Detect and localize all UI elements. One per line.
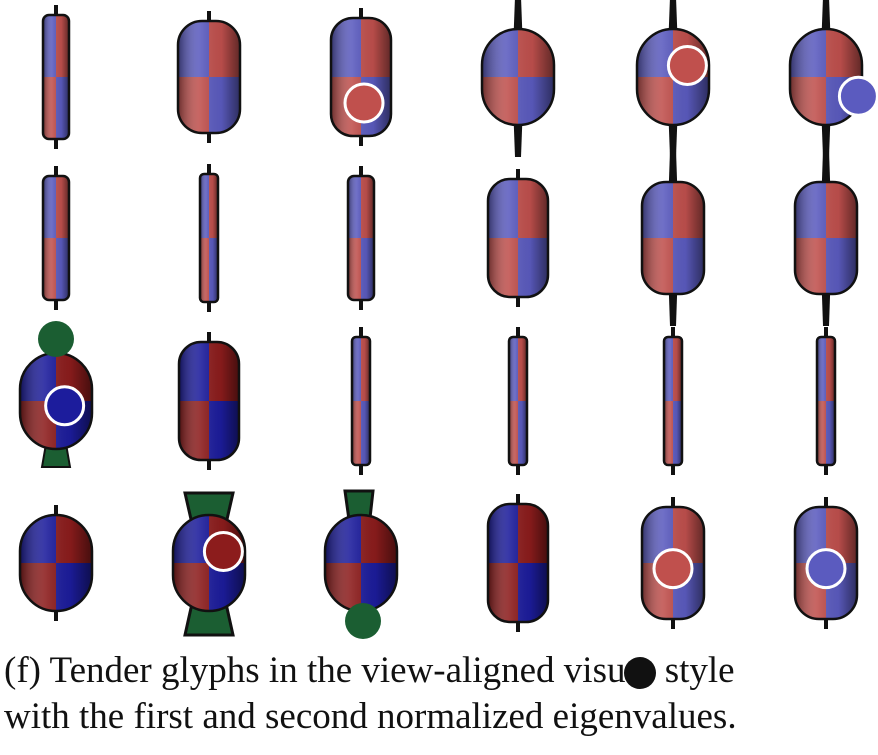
tensor-glyph — [793, 497, 859, 629]
tensor-glyph — [788, 0, 878, 157]
tensor-glyph — [41, 166, 71, 310]
glyph-body — [200, 174, 218, 302]
glyph-outline — [198, 172, 220, 304]
glyph-marker-circle — [652, 548, 694, 590]
glyph-shading — [352, 337, 370, 465]
glyph-body — [173, 515, 245, 611]
glyph-outline — [18, 513, 94, 613]
glyph-shading — [179, 342, 239, 460]
glyph-body — [817, 337, 835, 465]
glyph-outline — [507, 335, 529, 467]
glyph-body — [325, 515, 397, 611]
green-dot-marker — [38, 321, 74, 357]
glyph-body — [43, 15, 69, 139]
glyph-marker-circle — [837, 75, 878, 117]
glyph-grid-figure — [18, 0, 878, 639]
glyph-outline — [480, 27, 556, 127]
glyph-body — [43, 176, 69, 300]
glyph-outline — [346, 174, 376, 302]
glyph-shading — [642, 182, 704, 294]
glyph-outline — [793, 505, 859, 621]
glyph-outline — [177, 340, 241, 462]
caption-line-1-start: (f) Tender glyphs in the view-aligned vi… — [4, 650, 626, 691]
glyph-body — [179, 342, 239, 460]
glyph-outline — [815, 335, 837, 467]
tensor-glyph — [329, 8, 393, 146]
glyph-body — [664, 337, 682, 465]
glyph-body — [178, 21, 240, 133]
glyph-marker-circle — [202, 530, 244, 572]
glyph-body — [348, 176, 374, 300]
tensor-glyph — [41, 5, 71, 149]
tensor-glyph — [793, 150, 859, 326]
glyph-shading — [43, 176, 69, 300]
glyph-shading — [20, 515, 92, 611]
tensor-glyph — [323, 489, 399, 639]
glyph-shading — [664, 337, 682, 465]
tensor-glyph — [176, 11, 242, 143]
glyph-outline — [635, 27, 711, 127]
figure-caption: (f) Tender glyphs in the view-aligned vi… — [4, 648, 874, 740]
tensor-glyph — [486, 494, 550, 632]
glyph-outline — [41, 174, 71, 302]
occluding-dot-icon — [624, 657, 657, 689]
caption-line-1-end: style — [655, 650, 735, 691]
glyph-shading — [178, 21, 240, 133]
glyph-shading — [488, 179, 548, 297]
tensor-glyph — [350, 327, 372, 475]
tensor-glyph — [640, 497, 706, 629]
glyph-marker-circle — [805, 548, 847, 590]
tensor-glyph — [177, 332, 241, 470]
green-dot-marker — [345, 603, 381, 639]
glyph-body — [509, 337, 527, 465]
glyph-body — [352, 337, 370, 465]
glyph-outline — [640, 505, 706, 621]
glyph-body — [642, 182, 704, 294]
glyph-outline — [486, 177, 550, 299]
glyph-outline — [329, 16, 393, 138]
glyph-outline — [486, 502, 550, 624]
glyph-marker-circle — [666, 44, 708, 86]
tensor-glyph — [507, 327, 529, 475]
tensor-glyph — [18, 505, 94, 621]
tensor-glyph — [640, 150, 706, 326]
tensor-glyph — [635, 0, 711, 157]
glyph-body — [488, 504, 548, 622]
tensor-glyph — [171, 491, 247, 637]
tensor-glyph — [662, 327, 684, 475]
glyph-shading — [488, 504, 548, 622]
glyph-shading — [817, 337, 835, 465]
glyph-shading — [200, 174, 218, 302]
glyph-outline — [640, 180, 706, 296]
glyph-outline — [176, 19, 242, 135]
glyph-outline — [662, 335, 684, 467]
glyph-shading — [43, 15, 69, 139]
glyph-shading — [482, 29, 554, 125]
tensor-glyph — [198, 164, 220, 312]
glyph-shading — [325, 515, 397, 611]
glyph-outline — [171, 513, 247, 613]
tensor-glyph — [346, 166, 376, 310]
tensor-glyph — [815, 327, 837, 475]
glyph-shading — [795, 182, 857, 294]
tensor-glyph — [486, 169, 550, 307]
caption-line-2: with the first and second normalized eig… — [4, 696, 737, 737]
glyph-outline — [793, 180, 859, 296]
glyph-marker-circle — [44, 385, 86, 427]
glyph-shading — [509, 337, 527, 465]
glyph-shading — [348, 176, 374, 300]
glyph-outline — [350, 335, 372, 467]
glyph-body — [482, 29, 554, 125]
glyph-body — [795, 507, 857, 619]
glyph-body — [795, 182, 857, 294]
glyph-marker-circle — [343, 82, 385, 124]
glyph-outline — [41, 13, 71, 141]
tensor-glyph — [480, 0, 556, 157]
tensor-glyph — [18, 321, 94, 468]
glyph-body — [488, 179, 548, 297]
glyph-body — [20, 515, 92, 611]
